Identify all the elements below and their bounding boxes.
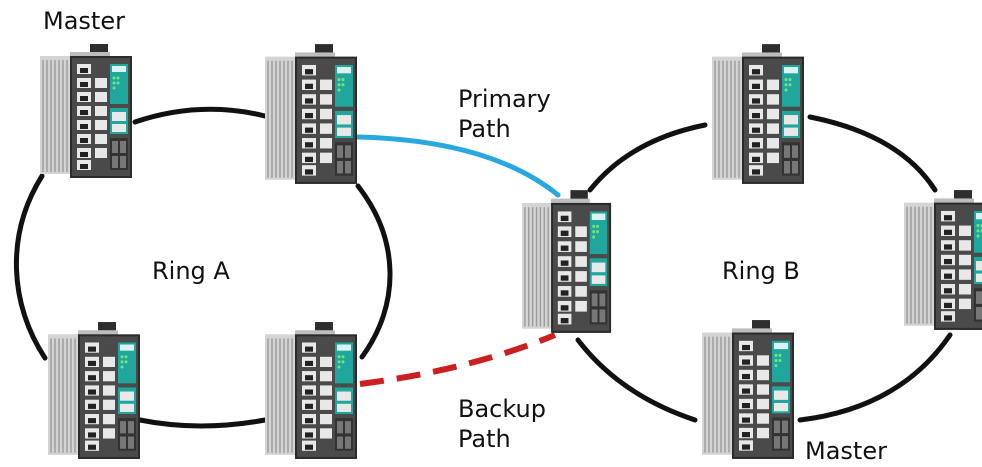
primary-path-label-line1: Primary [458,85,551,113]
ring-b-link-top-right [807,114,938,193]
ring-b-link-bottom-left [575,337,698,423]
switch-icon [40,43,133,179]
switch-icon [702,319,795,460]
switch-icon [48,321,141,460]
primary-path-label-line2: Path [458,115,511,143]
ring-b-label: Ring B [722,257,800,285]
switch-icon [265,43,358,185]
master-label-bottom: Master [805,437,887,465]
ring-a-links [13,106,393,429]
ring-b-link-bottom-right [797,332,953,423]
ring-b-link-top-left [587,122,708,193]
backup-path-link [359,332,557,387]
ring-a-link-bottom [137,417,268,429]
ring-a-label: Ring A [152,257,230,285]
ring-a-link-right [355,183,393,360]
ring-a-link-top [132,106,268,125]
backup-path-label-line1: Backup [458,395,546,423]
switch-icon [712,43,805,185]
switch-icon [522,189,612,334]
master-label-top: Master [43,7,125,35]
switch-icon [904,189,982,331]
ring-a-link-left [13,173,48,361]
switch-icon [265,321,358,460]
ring-b-links [575,114,953,423]
backup-path-label-line2: Path [458,425,511,453]
primary-path-link [355,134,561,198]
